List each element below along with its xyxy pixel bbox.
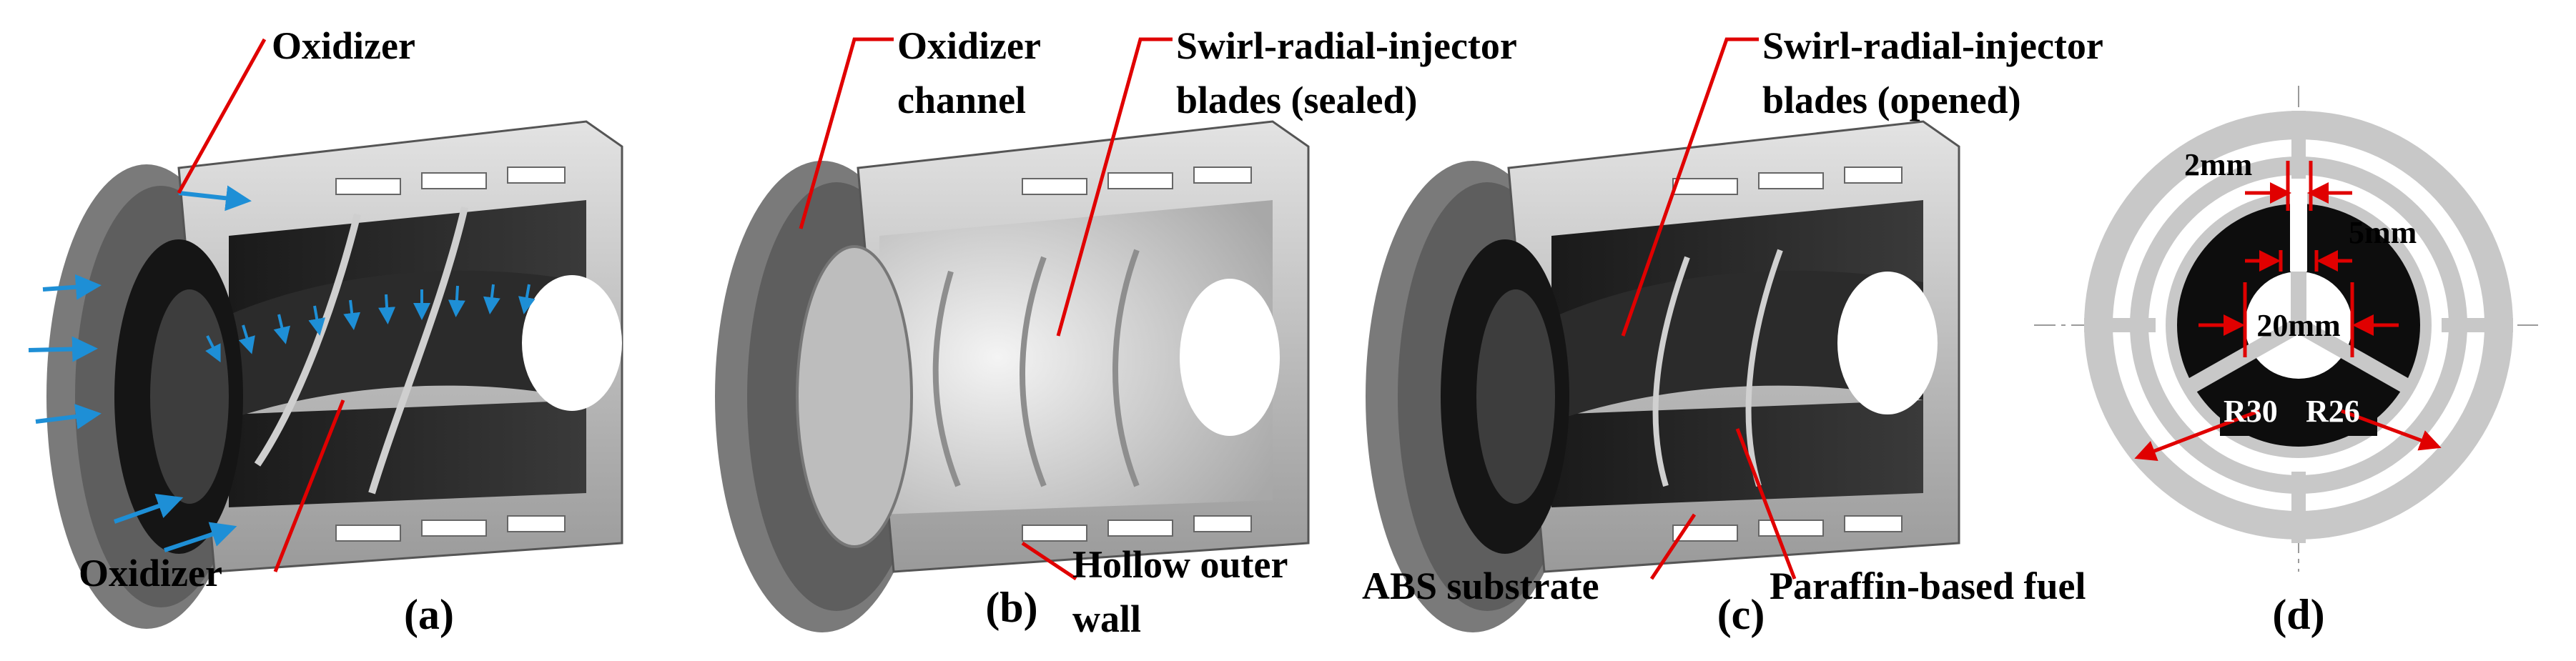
label-oxidizer-channel-1: Oxidizer (897, 24, 1041, 67)
caption-a: (a) (404, 591, 454, 638)
label-hollow-wall-1: Hollow outer (1072, 543, 1288, 586)
caption-d: (d) (2272, 591, 2324, 638)
label-paraffin-fuel: Paraffin-based fuel (1770, 565, 2086, 607)
panel-c: Swirl-radial-injector blades (opened) AB… (1362, 24, 2103, 638)
panel-a-grain-cutaway (28, 38, 623, 629)
label-blades-opened-1: Swirl-radial-injector (1762, 24, 2103, 67)
label-hollow-wall-2: wall (1072, 597, 1141, 640)
dim-2mm: 2mm (2184, 147, 2252, 182)
panel-b-substrate-cutaway (715, 37, 1310, 632)
caption-c: (c) (1717, 591, 1765, 638)
panel-b: Oxidizer channel Swirl-radial-injector b… (715, 24, 1517, 640)
dim-5mm: 5mm (2349, 215, 2417, 250)
label-oxidizer-top: Oxidizer (272, 24, 415, 67)
caption-b: (b) (985, 584, 1037, 631)
label-blades-sealed-1: Swirl-radial-injector (1176, 24, 1517, 67)
dim-20mm: 20mm (2256, 308, 2340, 343)
label-blades-sealed-2: blades (sealed) (1176, 79, 1418, 121)
dim-r26: R26 (2306, 394, 2360, 429)
panel-c-grain-cutaway (1366, 37, 1960, 632)
dim-r30: R30 (2224, 394, 2278, 429)
panel-d-cross-section (2034, 86, 2538, 572)
label-oxidizer-bottom: Oxidizer (79, 552, 222, 595)
label-blades-opened-2: blades (opened) (1762, 79, 2021, 121)
panel-d: 2mm 5mm 20mm R30 R26 (d) (2034, 86, 2538, 638)
panel-a: Oxidizer Oxidizer (a) (28, 24, 623, 638)
label-oxidizer-channel-2: channel (897, 79, 1026, 121)
label-abs-substrate: ABS substrate (1362, 565, 1599, 607)
